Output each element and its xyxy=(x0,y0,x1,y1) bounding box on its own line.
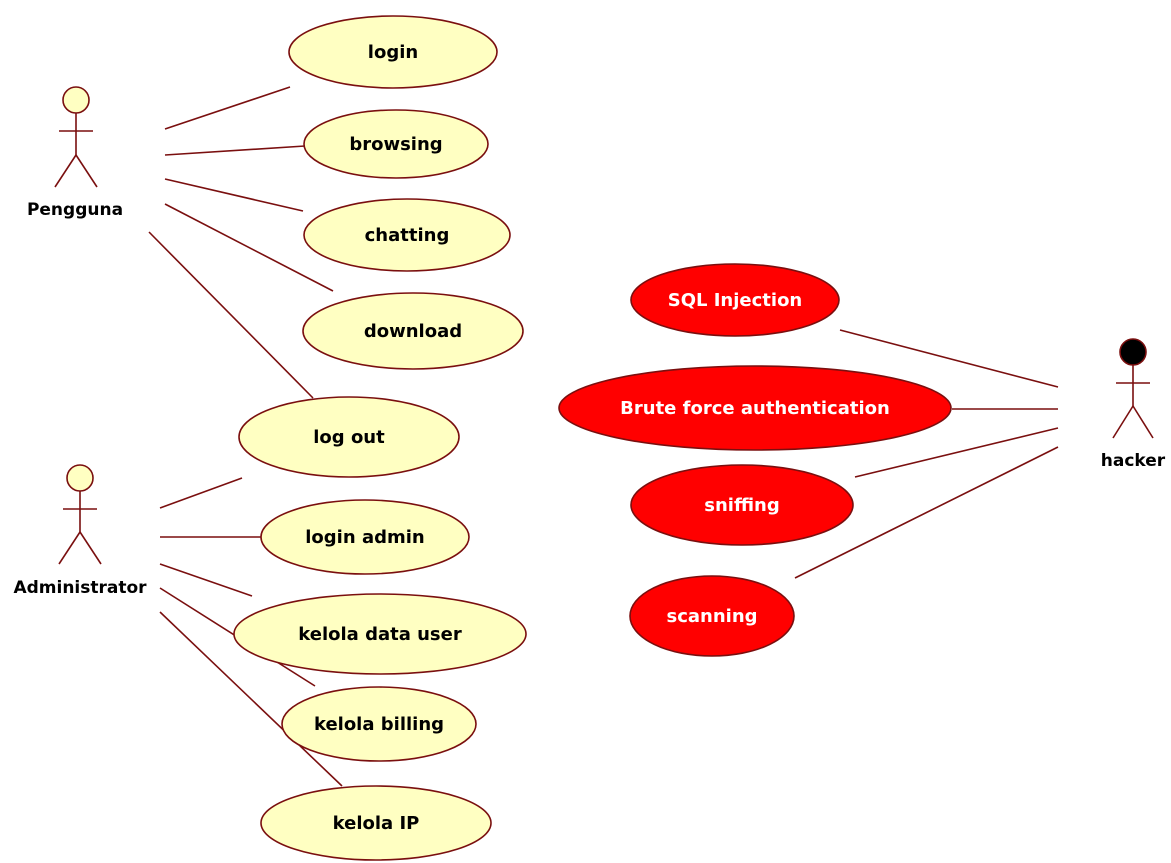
use-case-label: log out xyxy=(313,427,385,448)
assoc-pengguna-browsing xyxy=(164,145,306,156)
use-case-label: kelola data user xyxy=(298,624,462,645)
threat-brute-force[interactable]: Brute force authentication xyxy=(558,365,952,451)
use-case-label: browsing xyxy=(349,134,442,155)
actor-right-leg xyxy=(79,531,102,565)
use-case-kelola-ip[interactable]: kelola IP xyxy=(260,785,492,861)
actor-label-administrator: Administrator xyxy=(13,578,147,598)
threat-sql-injection[interactable]: SQL Injection xyxy=(630,263,840,337)
use-case-label: download xyxy=(364,321,462,342)
actor-right-leg xyxy=(1132,405,1154,439)
use-case-label: login xyxy=(368,42,418,63)
use-case-browsing[interactable]: browsing xyxy=(303,109,489,179)
actor-left-leg xyxy=(58,531,81,565)
threat-label: scanning xyxy=(666,606,757,627)
actor-administrator: Administrator xyxy=(13,464,147,598)
assoc-pengguna-chatting xyxy=(164,178,304,212)
actor-left-leg xyxy=(1112,405,1134,439)
assoc-pengguna-download xyxy=(164,203,334,292)
assoc-admin-kelola-ip xyxy=(159,611,343,787)
use-case-kelola-data-user[interactable]: kelola data user xyxy=(233,593,527,675)
assoc-hacker-scanning xyxy=(794,446,1059,579)
use-case-label: login admin xyxy=(305,527,424,548)
use-case-label: kelola billing xyxy=(314,714,444,735)
actor-label-hacker: hacker xyxy=(1101,451,1166,471)
use-case-chatting[interactable]: chatting xyxy=(303,198,511,272)
threat-label: Brute force authentication xyxy=(620,398,890,419)
actor-left-leg xyxy=(54,154,77,188)
assoc-hacker-sql-injection xyxy=(839,329,1059,388)
use-case-login[interactable]: login xyxy=(288,15,498,89)
use-case-login-admin[interactable]: login admin xyxy=(260,499,470,575)
actor-head-icon xyxy=(62,86,90,114)
actor-head-icon xyxy=(66,464,94,492)
associations-pengguna xyxy=(148,86,334,399)
use-case-label: chatting xyxy=(365,225,450,246)
assoc-hacker-sniffing xyxy=(854,427,1059,478)
use-case-download[interactable]: download xyxy=(302,292,524,370)
threat-sniffing[interactable]: sniffing xyxy=(630,464,854,546)
assoc-admin-logout xyxy=(159,477,243,509)
assoc-pengguna-login xyxy=(164,86,291,130)
threat-scanning[interactable]: scanning xyxy=(629,575,795,657)
threat-label: sniffing xyxy=(704,495,779,516)
actor-label-pengguna: Pengguna xyxy=(27,200,123,220)
actor-head-icon xyxy=(1119,338,1147,366)
use-case-label: kelola IP xyxy=(333,813,420,834)
assoc-pengguna-logout xyxy=(148,231,314,399)
assoc-admin-kelola-data-user xyxy=(159,563,253,597)
actor-hacker: hacker xyxy=(1101,338,1166,471)
associations-hacker xyxy=(794,329,1059,579)
actor-pengguna: Pengguna xyxy=(27,86,123,220)
use-case-log-out[interactable]: log out xyxy=(238,396,460,478)
use-case-kelola-billing[interactable]: kelola billing xyxy=(281,686,477,762)
actor-right-leg xyxy=(75,154,98,188)
threat-label: SQL Injection xyxy=(668,290,803,311)
